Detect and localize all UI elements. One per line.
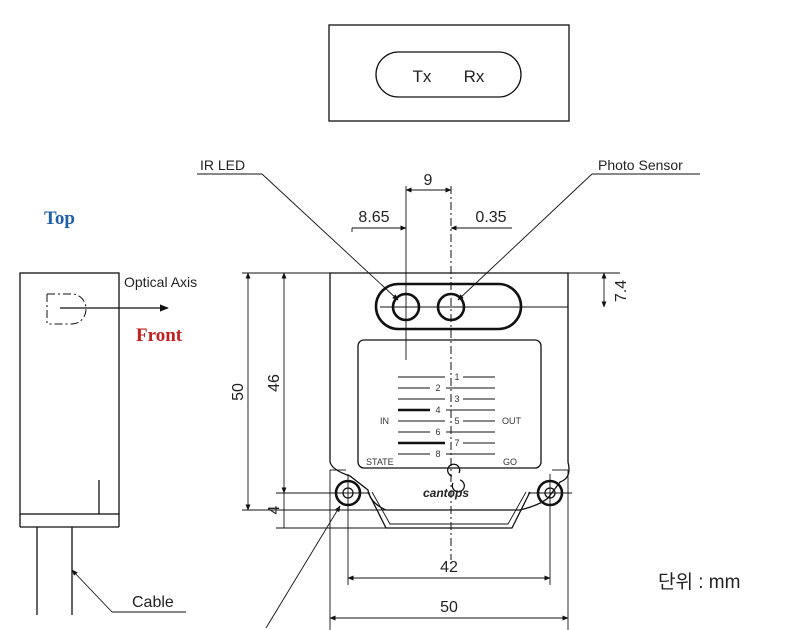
- photo-sensor-label: Photo Sensor: [598, 157, 683, 173]
- plate-num-4: 4: [435, 405, 440, 415]
- cantops-logo: cantops: [423, 463, 469, 500]
- side-view: Top Optical Axis Front Cable: [19, 208, 197, 615]
- plate-out-label: OUT: [502, 416, 522, 426]
- front-label: Front: [136, 325, 183, 346]
- optical-axis-label: Optical Axis: [124, 274, 197, 290]
- tx-label: Tx: [413, 67, 432, 86]
- plate-in-label: IN: [380, 416, 389, 426]
- cable-label: Cable: [132, 594, 174, 611]
- dimensions: 9 8.65 0.35 7.4 50 46 4 42 50: [230, 172, 630, 630]
- indicator-lines: [398, 376, 495, 455]
- plate-num-2: 2: [435, 383, 440, 393]
- dim-50-height: 50: [230, 383, 247, 401]
- top-window-view: Tx Rx: [328, 24, 570, 122]
- dim-46: 46: [266, 374, 283, 392]
- dim-0-35: 0.35: [475, 209, 506, 226]
- front-view: 1 2 3 4 5 6 7 8 IN OUT STATE GO cantops: [326, 186, 572, 585]
- plate-num-6: 6: [435, 427, 440, 437]
- plate-num-7: 7: [454, 438, 459, 448]
- plate-num-3: 3: [454, 394, 459, 404]
- plate-num-1: 1: [454, 372, 459, 382]
- dim-50-width: 50: [440, 599, 458, 616]
- plate-state-label: STATE: [366, 457, 394, 467]
- dim-4: 4: [266, 505, 283, 514]
- callouts: IR LED Photo Sensor: [197, 157, 700, 629]
- rx-label: Rx: [464, 67, 485, 86]
- dim-9: 9: [424, 172, 433, 189]
- brand-label: cantops: [423, 486, 469, 500]
- top-label: Top: [44, 208, 75, 229]
- plate-num-5: 5: [454, 416, 459, 426]
- unit-note: 단위 : mm: [658, 571, 740, 593]
- ir-led-label: IR LED: [200, 157, 245, 173]
- led-lens-outline: [47, 293, 87, 325]
- dim-42: 42: [440, 559, 458, 576]
- plate-go-label: GO: [503, 457, 517, 467]
- dim-7-4: 7.4: [613, 280, 630, 302]
- plate-num-8: 8: [435, 449, 440, 459]
- dim-8-65: 8.65: [358, 209, 389, 226]
